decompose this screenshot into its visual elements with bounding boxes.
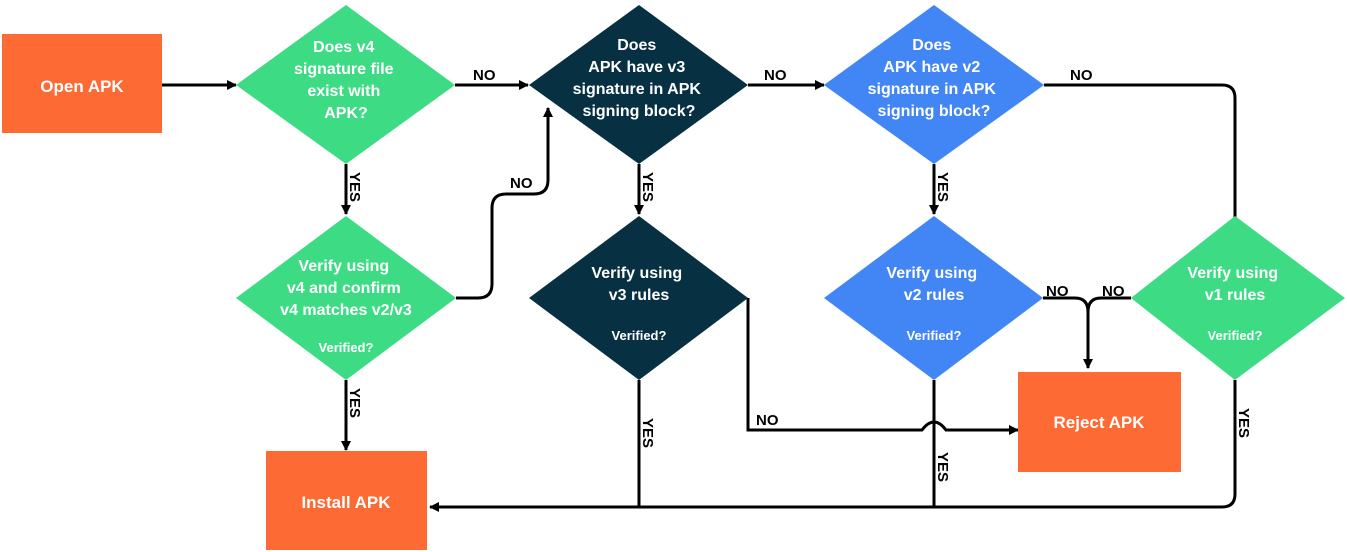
v2-signature-decision: Does APK have v2 signature in APK signin… [824, 5, 1044, 164]
verify-v4-line-3: v4 matches v2/v3 [280, 302, 412, 319]
label-verify-v4-no: NO [510, 175, 533, 192]
reject-apk-label: Reject APK [1053, 413, 1145, 432]
label-v4-yes: YES [346, 172, 363, 202]
v3-decision-diamond [529, 5, 748, 164]
label-verify-v3-yes: YES [639, 418, 656, 448]
label-verify-v3-no: NO [756, 412, 779, 429]
label-verify-v1-yes: YES [1235, 408, 1252, 438]
verify-v2-decision: Verify using v2 rules Verified? [824, 216, 1043, 380]
label-v3-yes: YES [639, 172, 656, 202]
verify-v2-diamond [824, 216, 1043, 380]
verify-v1-question: Verified? [1208, 328, 1263, 343]
edge-verify-v2-no [1043, 296, 1093, 369]
svg-text:Does APK have v2 s: Does APK have v2 signature in APK signin… [868, 37, 1001, 120]
open-apk-box: Open APK [2, 34, 162, 133]
verify-v3-line-2: v3 rules [609, 287, 670, 304]
v4-line-1: Does v4 [313, 39, 374, 56]
v3-line-3: signature in APK [573, 81, 702, 98]
svg-text:Does v4 signature file: Does v4 signature file exist with APK? [294, 39, 398, 122]
verify-v3-decision: Verify using v3 rules Verified? [529, 216, 748, 380]
label-v3-no: NO [764, 67, 787, 84]
verify-v3-line-1: Verify using [591, 265, 682, 282]
label-verify-v1-no: NO [1102, 283, 1125, 300]
verify-v3-diamond [529, 216, 748, 380]
v2-line-4: signing block? [878, 103, 991, 120]
verify-v2-line-2: v2 rules [904, 287, 965, 304]
verify-v2-question: Verified? [907, 328, 962, 343]
v4-signature-decision: Does v4 signature file exist with APK? [236, 5, 455, 164]
verify-v1-line-1: Verify using [1187, 265, 1278, 282]
label-verify-v2-yes: YES [934, 452, 951, 482]
verify-v4-line-2: v4 and confirm [287, 280, 401, 297]
edge-v2-no [1044, 83, 1237, 218]
verify-v4-decision: Verify using v4 and confirm v4 matches v… [236, 216, 456, 380]
open-apk-rect [2, 34, 162, 133]
svg-text:Verify using v1 rules: Verify using v1 rules [1187, 265, 1282, 304]
svg-text:Does APK have v3 s: Does APK have v3 signature in APK signin… [573, 37, 706, 120]
verify-v1-decision: Verify using v1 rules Verified? [1131, 216, 1345, 380]
v4-line-3: exist with [307, 83, 380, 100]
verify-v1-line-2: v1 rules [1205, 287, 1266, 304]
reject-apk-box: Reject APK [1018, 372, 1181, 472]
edge-labels: NO NO NO YES YES YES NO YES NO YES NO YE… [346, 67, 1252, 482]
edge-verify-v1-yes [429, 380, 1237, 512]
v3-signature-decision: Does APK have v3 signature in APK signin… [529, 5, 748, 164]
v2-line-3: signature in APK [868, 81, 997, 98]
open-apk-label: Open APK [40, 77, 124, 96]
v4-line-2: signature file [294, 61, 394, 78]
v4-decision-diamond [236, 5, 455, 164]
svg-text:Verify using v2 rules: Verify using v2 rules [886, 265, 981, 304]
install-apk-rect [266, 451, 427, 550]
v4-line-4: APK? [324, 105, 368, 122]
v2-decision-diamond [824, 5, 1044, 164]
verify-v1-diamond [1131, 216, 1345, 380]
label-v2-no: NO [1070, 67, 1093, 84]
edge-verify-v1-no [1086, 296, 1131, 313]
install-apk-label: Install APK [301, 493, 391, 512]
edge-verify-v4-no [456, 107, 553, 300]
label-verify-v2-no: NO [1046, 283, 1069, 300]
install-apk-box: Install APK [266, 451, 427, 550]
v2-line-2: APK have v2 [883, 59, 980, 76]
connectors [162, 80, 1237, 512]
svg-text:Verify using v3 rules: Verify using v3 rules [591, 265, 686, 304]
label-v4-no: NO [473, 67, 496, 84]
verify-v4-line-1: Verify using [298, 258, 389, 275]
verify-v4-diamond [236, 216, 456, 380]
verify-v2-line-1: Verify using [886, 265, 977, 282]
v3-line-2: APK have v3 [588, 59, 685, 76]
v2-line-1: Does [912, 37, 951, 54]
svg-text:Open APK: Open APK [40, 77, 124, 96]
verify-v3-question: Verified? [612, 328, 667, 343]
v3-line-4: signing block? [583, 103, 696, 120]
svg-text:Verify using v4 and conf: Verify using v4 and confirm v4 matches v… [280, 258, 412, 319]
reject-apk-rect [1018, 372, 1181, 472]
label-v2-yes: YES [934, 172, 951, 202]
label-verify-v4-yes: YES [346, 388, 363, 418]
v3-line-1: Does [617, 37, 656, 54]
verify-v4-question: Verified? [319, 340, 374, 355]
